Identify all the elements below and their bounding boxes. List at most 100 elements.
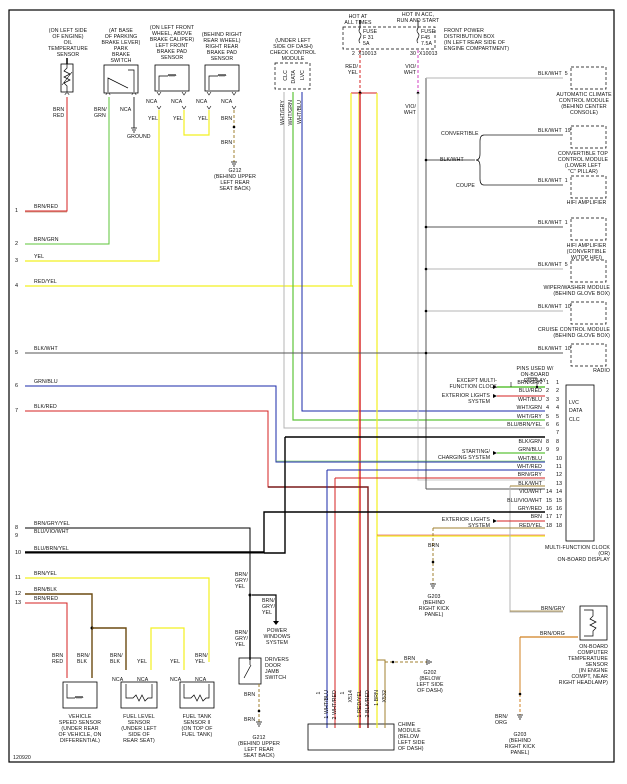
g203-label: G203 (BEHIND RIGHT KICK PANEL) bbox=[418, 594, 450, 618]
clock-pin-obd: 3 bbox=[546, 396, 550, 403]
oil-temp-sensor-label: (ON LEFT SIDE OF ENGINE) OIL TEMPERATURE… bbox=[48, 28, 88, 58]
right-module-boxes bbox=[570, 66, 607, 367]
brake-sensor-connectors bbox=[156, 91, 237, 110]
left-connector-wire-label: BRN/BLK bbox=[34, 587, 57, 593]
left-connector-wire-label: BLK/WHT bbox=[34, 346, 58, 352]
clock-wire-label: BLU/BRN/YEL bbox=[507, 422, 542, 428]
brn-gry-yel-label-2: BRN/ GRY/ YEL bbox=[262, 598, 275, 616]
right-module-wire-label: BLK/WHT 1 bbox=[538, 220, 568, 226]
chime-pin-label: X514 bbox=[348, 690, 354, 703]
left-connector-pin: 6 bbox=[15, 383, 19, 389]
clock-pin-obd: 15 bbox=[546, 497, 553, 504]
clock-pin: 18 bbox=[556, 522, 563, 529]
wire-blu-vio-wht-9 bbox=[25, 511, 545, 553]
clock-pin: 12 bbox=[556, 472, 563, 479]
pins-used-obd-label: PINS USED W/ ON-BOARD DISPLAY bbox=[516, 366, 554, 384]
chime-module-box bbox=[307, 723, 395, 751]
park-brake-switch-label: (AT BASE OF PARKING BRAKE LEVER) PARK BR… bbox=[101, 28, 141, 64]
cruise-control-label: CRUISE CONTROL MODULE (BEHIND GLOVE BOX) bbox=[538, 327, 610, 339]
clock-pin: 16 bbox=[556, 506, 563, 512]
onboard-temp-sensor-label: ON-BOARD COMPUTER TEMPERATURE SENSOR (IN… bbox=[558, 644, 608, 686]
wire-power-windows bbox=[252, 594, 277, 622]
clock-pin: 1 bbox=[556, 380, 560, 386]
fuel-level-sensor-symbol bbox=[120, 681, 158, 709]
clock-wire-label: BRN/GRN bbox=[517, 380, 542, 386]
right-module-wire-label: BLK/WHT 19 bbox=[538, 128, 571, 134]
left-connector-wire-label: BRN/YEL bbox=[34, 571, 57, 577]
system-arrows bbox=[493, 385, 497, 523]
ccm-wire-wht-blu: WHT/BLU bbox=[297, 100, 303, 125]
clock-wire-label: WHT/BLU bbox=[517, 455, 542, 462]
figure-id: 120920 bbox=[13, 755, 31, 761]
wire-wht-gry-clc bbox=[283, 92, 545, 429]
chime-pin-label: 1 BRN bbox=[374, 690, 380, 706]
left-connector-pin: 10 bbox=[15, 550, 22, 556]
wire-brn-yel-11 bbox=[25, 577, 210, 662]
wiper-washer-label: WIPER/WASHER MODULE (BEHIND GLOVE BOX) bbox=[543, 285, 610, 297]
clock-wire-label: BRN bbox=[530, 514, 542, 521]
vehicle-speed-sensor-label: VEHICLE SPEED SENSOR (UNDER REAR OF VEHI… bbox=[58, 714, 102, 744]
clock-wire-label: BLU/RED bbox=[518, 388, 542, 395]
clock-pin: 17 bbox=[556, 514, 563, 521]
wire-wht-grn-data bbox=[292, 92, 545, 421]
brn-chime-label: BRN bbox=[404, 656, 416, 662]
fuse-f45-label: FUSE F45 7.5A bbox=[421, 29, 436, 47]
yel-label-3: YEL bbox=[198, 116, 209, 122]
ccm-pin-data: DATA bbox=[291, 70, 297, 84]
multi-function-clock-box bbox=[565, 384, 595, 542]
brn-label-1: BRN bbox=[221, 116, 233, 122]
g212-upper-label: G212 (BEHIND UPPER LEFT REAR SEAT BACK) bbox=[214, 168, 256, 192]
ccm-wire-wht-grn: WHT/GRN bbox=[288, 100, 294, 126]
left-connector-wire-label: BLU/BRN/YEL bbox=[34, 546, 69, 552]
g212-lower-label: G212 (BEHIND UPPER LEFT REAR SEAT BACK) bbox=[238, 735, 280, 759]
vio-wht-label: VIO/ WHT bbox=[403, 104, 416, 116]
clock-pin: 2 bbox=[556, 388, 560, 395]
clock-signal-label: DATA bbox=[569, 408, 583, 415]
clock-pin: 3 bbox=[556, 396, 560, 403]
diagram-border bbox=[8, 9, 615, 763]
fts-yel-label: YEL bbox=[170, 659, 181, 665]
clock-pin: 14 bbox=[556, 489, 563, 496]
fls-brn-blk-label: BRN/ BLK bbox=[110, 653, 123, 665]
check-control-module-box bbox=[274, 62, 311, 90]
left-connector-pin: 4 bbox=[15, 283, 19, 289]
clock-pin-obd: 2 bbox=[546, 388, 550, 395]
left-connector-wire-label: YEL bbox=[34, 254, 45, 260]
clock-pin-obd: 17 bbox=[546, 514, 553, 521]
right-module-wire-label: BLK/WHT 10 bbox=[538, 346, 571, 352]
automatic-climate-label: AUTOMATIC CLIMATE CONTROL MODULE (BEHIND… bbox=[556, 92, 612, 116]
right-module-wire-label: BLK/WHT 10 bbox=[538, 304, 571, 310]
wire-label-brn-red: BRN RED bbox=[53, 107, 65, 119]
clock-wire-label: GRN/BLU bbox=[518, 447, 542, 454]
yel-label-2: YEL bbox=[173, 116, 184, 122]
left-connector-wire-label: BRN/RED bbox=[34, 204, 59, 210]
check-control-module-label: (UNDER LEFT SIDE OF DASH) CHECK CONTROL … bbox=[269, 38, 317, 62]
chime-pin-label: 1 bbox=[340, 690, 346, 695]
wire-grn-blu-6 bbox=[25, 385, 545, 463]
wire-yel-jumper bbox=[183, 110, 210, 136]
clock-pin-obd: 16 bbox=[546, 506, 553, 512]
wire-brn-gry-yel-8 bbox=[25, 527, 251, 595]
fuse-pin-30: 30 X10013 bbox=[410, 51, 438, 57]
chime-pin-label: 2 BLK/RED bbox=[365, 690, 371, 718]
left-connector-wire-label: BRN/RED bbox=[34, 596, 59, 602]
right-rear-brake-pad-sensor-symbol bbox=[204, 64, 240, 92]
power-windows-label: POWER WINDOWS SYSTEM bbox=[263, 628, 291, 646]
clock-wire-label: VIO/WHT bbox=[519, 489, 542, 496]
clock-pin: 11 bbox=[556, 464, 562, 470]
convertible-label: CONVERTIBLE bbox=[441, 131, 479, 137]
clock-pin: 13 bbox=[556, 480, 563, 487]
drivers-door-jamb-switch-symbol bbox=[238, 657, 262, 685]
vehicle-speed-sensor-symbol bbox=[62, 681, 98, 709]
convertible-coupe-brace bbox=[475, 134, 485, 186]
clock-pin-obd: 18 bbox=[546, 522, 553, 529]
except-mf-clock-label: EXCEPT MULTI- FUNCTION CLOCK bbox=[449, 378, 497, 390]
clock-pin-obd: 4 bbox=[546, 405, 550, 412]
right-module-wire-label: BLK/WHT 5 bbox=[538, 262, 568, 268]
left-connector-pin: 8 bbox=[15, 525, 19, 531]
fls-yel-label: YEL bbox=[137, 659, 148, 665]
fls-nca-1: NCA bbox=[112, 677, 124, 683]
brn-label-2: BRN bbox=[221, 140, 233, 146]
oil-temp-sensor-symbol bbox=[60, 58, 74, 96]
